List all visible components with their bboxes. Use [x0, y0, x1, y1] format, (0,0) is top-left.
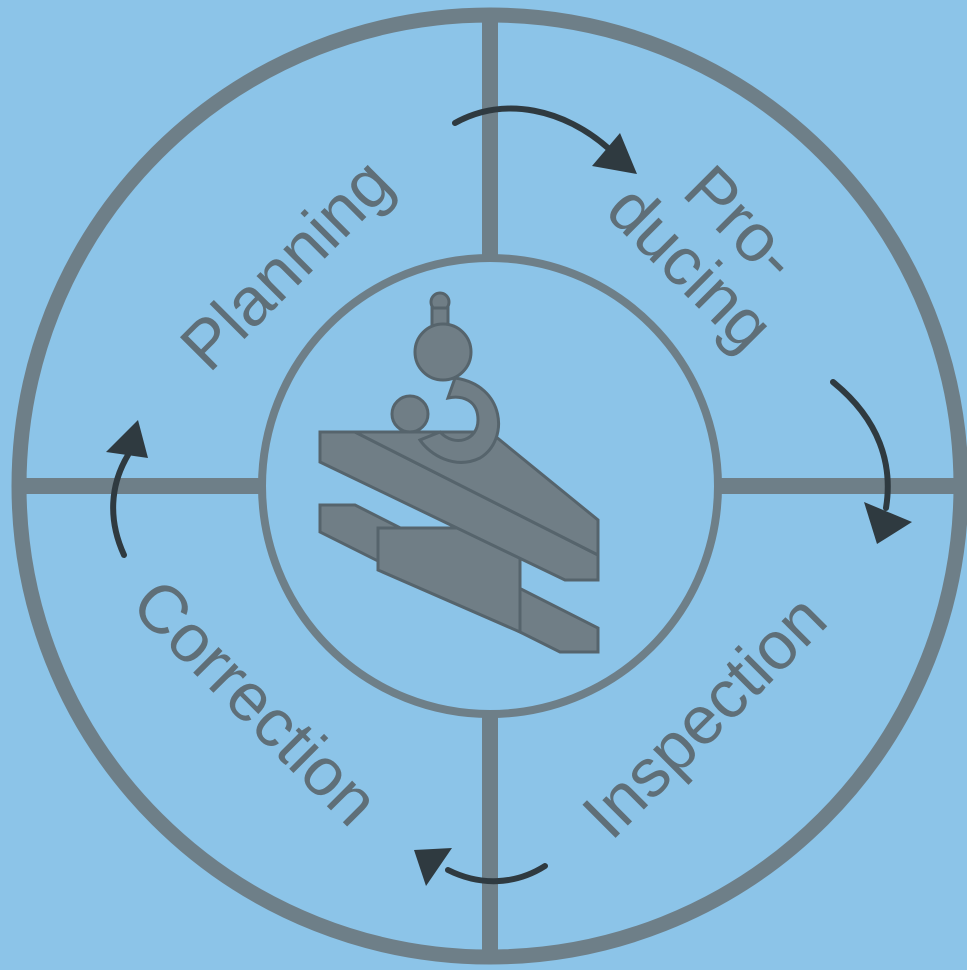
arrow-head-icon — [414, 848, 452, 886]
crane-hook-steel-beam-icon — [320, 293, 598, 652]
arrow-producing-to-inspection — [833, 382, 912, 544]
arrow-inspection-to-correction — [414, 848, 545, 886]
stage-label-planning: Planning — [166, 144, 407, 385]
arrow-head-icon — [106, 420, 148, 458]
stage-label-correction: Correction — [118, 565, 394, 841]
stage-label-inspection: Inspection — [568, 580, 841, 853]
